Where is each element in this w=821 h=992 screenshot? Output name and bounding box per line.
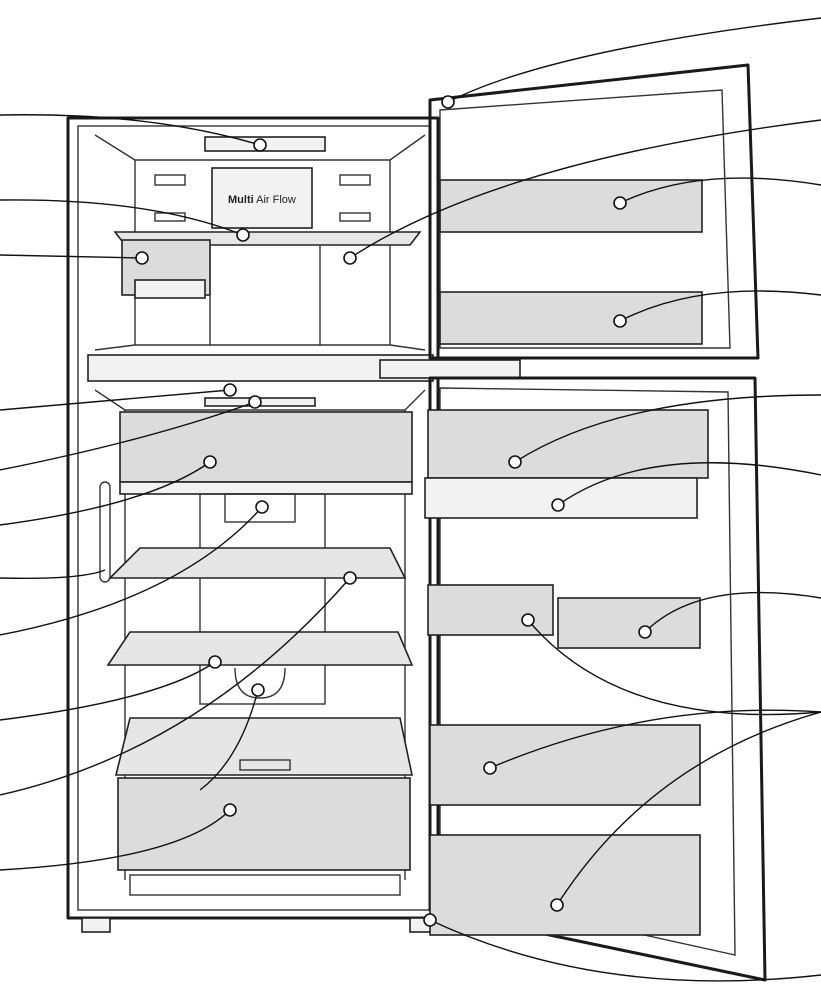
dot-door-light	[551, 498, 565, 512]
foot-left	[81, 917, 111, 933]
shelf-upper	[108, 547, 407, 579]
dot-ice-tray	[135, 251, 149, 265]
leader-ice-bucket	[349, 119, 821, 259]
leader-lamp-fridge	[0, 389, 231, 411]
leader-egg-tray	[644, 591, 821, 633]
dot-vegetable-drawer	[223, 803, 237, 817]
fridge-door	[424, 376, 767, 982]
leader-door-bin-middle	[489, 709, 821, 769]
door-bin-bottom	[429, 834, 701, 936]
dot-water-tank	[251, 683, 265, 697]
dot-shelf-upper	[343, 571, 357, 585]
dot-hinge-bottom	[423, 913, 437, 927]
dot-small-door-bin	[521, 613, 535, 627]
vegetable-drawer	[117, 777, 411, 871]
dot-freezer-door-bin-upper	[613, 196, 627, 210]
handle-left	[99, 481, 111, 583]
leader-freezer-door-bin-lower	[619, 290, 821, 322]
freezer-door-bin-lower	[439, 291, 703, 345]
leader-light-freezer	[0, 114, 261, 146]
leader-crisper-cover	[0, 461, 211, 526]
leader-freezer-door-bin-upper	[619, 177, 821, 204]
door-bin-middle	[429, 724, 701, 806]
leader-shelf-freezer	[0, 199, 244, 236]
dot-hinge-top	[441, 95, 455, 109]
dot-lamp-fridge	[223, 383, 237, 397]
dot-door-bin-middle	[483, 761, 497, 775]
dot-light-freezer	[253, 138, 267, 152]
dot-shelf-lower	[208, 655, 222, 669]
water-tank	[234, 667, 286, 699]
multi-air-flow-panel	[211, 167, 313, 229]
leader-vent-fridge	[0, 401, 256, 471]
leader-shelf-upper	[0, 577, 351, 796]
dot-egg-tray	[638, 625, 652, 639]
dot-dairy-corner	[508, 455, 522, 469]
leader-vegetable-drawer	[0, 809, 231, 871]
air-duct	[199, 493, 326, 705]
leader-ice-tray	[0, 254, 143, 259]
leader-hinge-bottom	[429, 919, 821, 982]
leader-air-duct	[0, 506, 263, 636]
crisper-upper-bin	[119, 411, 413, 483]
drawer-cover	[114, 717, 413, 776]
leader-lines	[0, 17, 821, 982]
dot-air-duct	[255, 500, 269, 514]
leader-small-door-bin	[527, 619, 821, 716]
door-hinge-bar	[379, 359, 521, 379]
small-door-bin	[427, 584, 554, 636]
door-light-panel	[424, 477, 698, 519]
dot-crisper-cover	[203, 455, 217, 469]
dot-door-bin-bottom	[550, 898, 564, 912]
dairy-bin	[427, 409, 709, 479]
leader-shelf-lower	[0, 661, 216, 721]
shelf-lower	[106, 631, 414, 666]
leader-hinge-top	[447, 17, 821, 103]
multi-air-flow-text: Multi Air Flow	[228, 194, 296, 206]
dot-freezer-door-bin-lower	[613, 314, 627, 328]
freezer-compartment: Multi Air Flow	[94, 134, 426, 351]
dot-ice-bucket	[343, 251, 357, 265]
callout-dots	[135, 95, 652, 927]
fridge-compartment	[94, 389, 426, 896]
leader-door-light	[557, 462, 821, 506]
leader-water-tank	[199, 689, 259, 791]
leader-handle	[0, 569, 106, 580]
egg-tray	[557, 597, 701, 649]
dot-vent-fridge	[248, 395, 262, 409]
leader-door-bin-bottom	[556, 711, 821, 906]
leader-dairy-corner	[514, 394, 821, 463]
dot-shelf-freezer	[236, 228, 250, 242]
